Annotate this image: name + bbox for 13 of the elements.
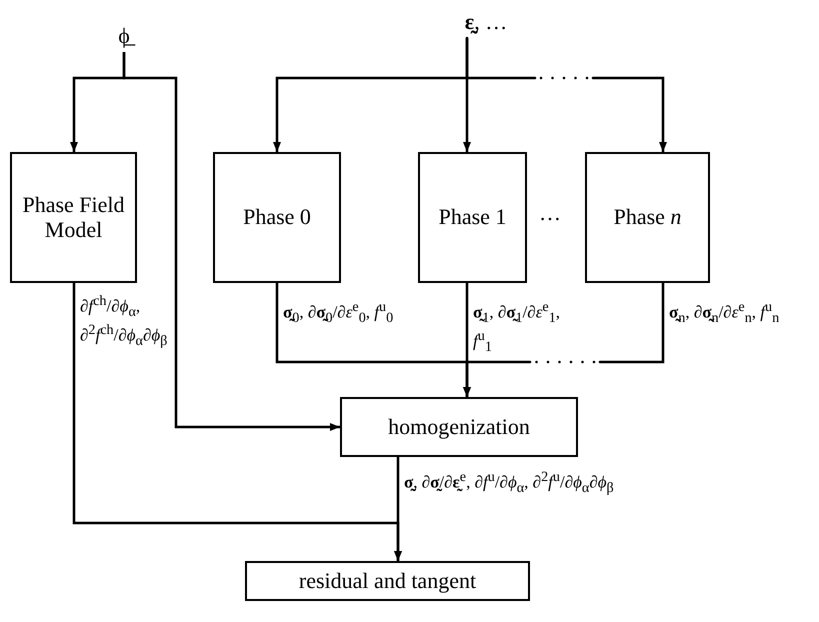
process-box: Phase 0 — [213, 152, 341, 283]
ellipsis-label: … — [539, 200, 561, 226]
process-box: homogenization — [340, 397, 578, 457]
arrow — [394, 457, 402, 561]
arrow — [463, 282, 664, 398]
process-box: Phase 1 — [418, 152, 527, 283]
arrow — [466, 36, 667, 154]
process-box: Phase Field Model — [10, 152, 137, 283]
process-box: residual and tangent — [245, 561, 530, 601]
arrow — [122, 52, 340, 431]
input-symbol: ϕ̲ — [106, 20, 142, 52]
process-box: Phase n — [585, 152, 710, 283]
input-symbol: ε̰, … — [446, 6, 526, 38]
